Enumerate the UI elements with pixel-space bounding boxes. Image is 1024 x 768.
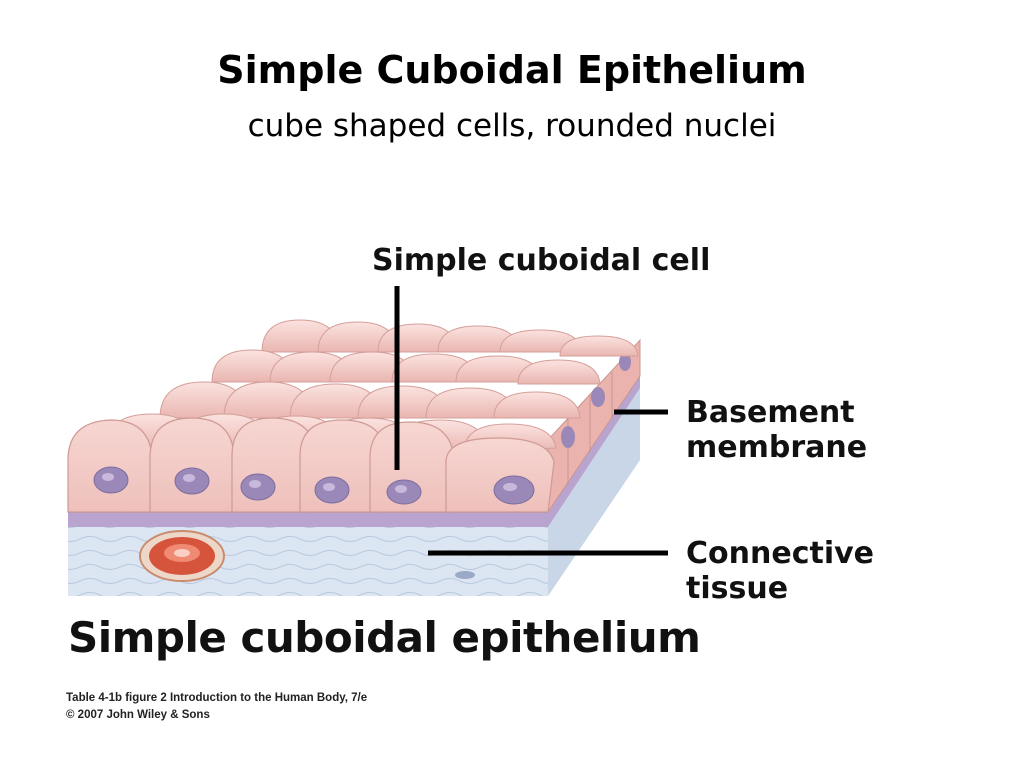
slide-subtitle: cube shaped cells, rounded nuclei bbox=[247, 108, 777, 144]
label-basement-line2: membrane bbox=[686, 429, 868, 465]
caption-line2: © 2007 John Wiley & Sons bbox=[66, 708, 210, 721]
nucleus bbox=[591, 387, 605, 407]
nucleus bbox=[619, 353, 631, 371]
leader-lines bbox=[394, 286, 668, 556]
cell-front bbox=[67, 419, 153, 513]
fibroblast-nucleus bbox=[455, 571, 475, 579]
nucleus bbox=[561, 426, 575, 448]
label-basement-line1: Basement bbox=[686, 395, 855, 430]
cell-front bbox=[445, 437, 555, 513]
label-simple-cuboidal-cell: Simple cuboidal cell bbox=[372, 243, 711, 278]
label-connective-line1: Connective bbox=[686, 536, 874, 571]
label-connective-line2: tissue bbox=[686, 570, 789, 606]
cell-front bbox=[149, 417, 235, 513]
slide-title: Simple Cuboidal Epithelium bbox=[217, 48, 807, 92]
caption-line1: Table 4-1b figure 2 Introduction to the … bbox=[66, 692, 368, 704]
blood-vessel bbox=[139, 530, 225, 582]
label-basement-membrane: Basement membrane bbox=[686, 395, 868, 465]
nucleus-highlights bbox=[102, 473, 517, 493]
diagram-main-label: Simple cuboidal epithelium bbox=[68, 613, 701, 662]
figure-caption: Table 4-1b figure 2 Introduction to the … bbox=[66, 690, 367, 723]
label-connective-tissue: Connective tissue bbox=[686, 536, 874, 606]
